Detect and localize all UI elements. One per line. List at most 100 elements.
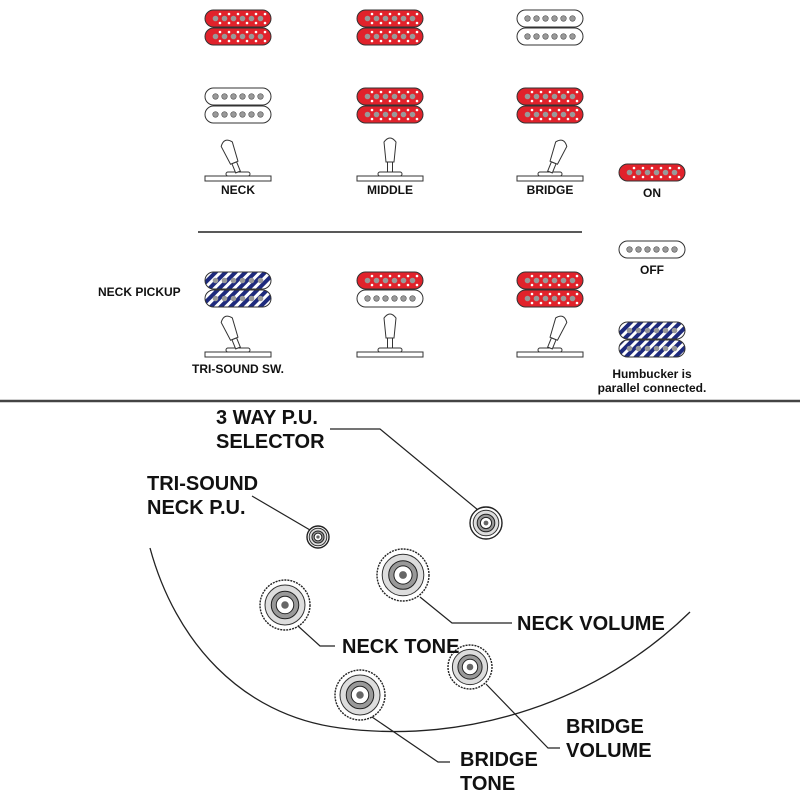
coil-dot (566, 117, 570, 121)
coil-body (516, 105, 584, 124)
bridge-tone-knob (334, 669, 386, 721)
pole-piece (212, 93, 219, 100)
pole-piece (626, 327, 633, 334)
coil-dot (397, 283, 401, 287)
top-lower-pickup-1 (356, 87, 424, 124)
pole-piece (230, 93, 237, 100)
pole-piece (644, 327, 651, 334)
pole-piece (239, 15, 246, 22)
coil-body (204, 289, 272, 308)
coil-dot (566, 283, 570, 287)
top-lower-pickup-0 (204, 87, 272, 124)
coil-dot (415, 39, 419, 43)
switch-nut (537, 171, 563, 177)
pole-piece (230, 15, 237, 22)
coil-dot (263, 21, 267, 25)
coil-dot (415, 274, 419, 278)
pole-piece (257, 295, 264, 302)
coil-dot (218, 30, 222, 34)
pole-piece (373, 111, 380, 118)
pole-piece (524, 93, 531, 100)
pole-piece (524, 277, 531, 284)
coil-dot (406, 39, 410, 43)
switch-plate (356, 351, 424, 358)
switch-nut (537, 347, 563, 353)
coil-dot (632, 166, 636, 170)
pole-piece (569, 15, 576, 22)
coil-dot (566, 301, 570, 305)
pole-piece (644, 246, 651, 253)
pole-piece (542, 111, 549, 118)
coil-dot (557, 283, 561, 287)
pole-piece (662, 327, 669, 334)
pole-piece (662, 345, 669, 352)
pole-piece (364, 295, 371, 302)
coil-dot (415, 30, 419, 34)
coil-dot (245, 21, 249, 25)
pole-piece (662, 169, 669, 176)
lever-tip (549, 139, 568, 165)
selector-knob (469, 506, 503, 540)
pole-piece (212, 33, 219, 40)
coil-dot (557, 117, 561, 121)
pole-piece (382, 15, 389, 22)
coil-dot (548, 108, 552, 112)
pole-piece (257, 33, 264, 40)
coil-body (204, 271, 272, 290)
pole-piece (382, 111, 389, 118)
pole-piece (373, 295, 380, 302)
coil-dot (397, 274, 401, 278)
pole-piece (533, 295, 540, 302)
coil-dot (575, 99, 579, 103)
pole-piece (239, 295, 246, 302)
pole-piece (212, 15, 219, 22)
coil-dot (370, 90, 374, 94)
coil-dot (245, 30, 249, 34)
coil-dot (388, 117, 392, 121)
pole-piece (248, 33, 255, 40)
coil-dot (406, 12, 410, 16)
pickup-coil-on (516, 289, 584, 308)
lever-stem (387, 161, 393, 173)
coil-body (356, 27, 424, 46)
coil-dot (379, 108, 383, 112)
coil-dot (397, 30, 401, 34)
legend (618, 163, 686, 358)
coil-dot (236, 21, 240, 25)
coil-dot (397, 39, 401, 43)
pole-piece (257, 93, 264, 100)
coil-dot (236, 39, 240, 43)
coil-dot (415, 90, 419, 94)
pickup-coil-off (618, 240, 686, 259)
coil-dot (415, 99, 419, 103)
trisound-pickup-2 (516, 271, 584, 308)
coil-dot (530, 292, 534, 296)
coil-body (204, 87, 272, 106)
pole-piece (364, 111, 371, 118)
coil-body (356, 271, 424, 290)
coil-dot (575, 301, 579, 305)
pole-piece (533, 111, 540, 118)
coil-dot (650, 166, 654, 170)
pole-piece (644, 169, 651, 176)
pole-piece (551, 111, 558, 118)
pole-piece (248, 15, 255, 22)
coil-dot (566, 108, 570, 112)
pole-piece (671, 327, 678, 334)
pole-piece (257, 15, 264, 22)
pole-piece (524, 295, 531, 302)
switch-lever (547, 315, 568, 350)
coil-dot (557, 292, 561, 296)
pole-piece (221, 277, 228, 284)
pickup-coil-parallel (618, 339, 686, 358)
coil-dot (218, 12, 222, 16)
pole-piece (671, 169, 678, 176)
pole-piece (400, 33, 407, 40)
coil-dot (575, 90, 579, 94)
coil-dot (677, 175, 681, 179)
coil-dot (548, 283, 552, 287)
pole-piece (257, 277, 264, 284)
pole-piece (221, 93, 228, 100)
coil-body (356, 289, 424, 308)
pickup-grid (204, 9, 686, 358)
